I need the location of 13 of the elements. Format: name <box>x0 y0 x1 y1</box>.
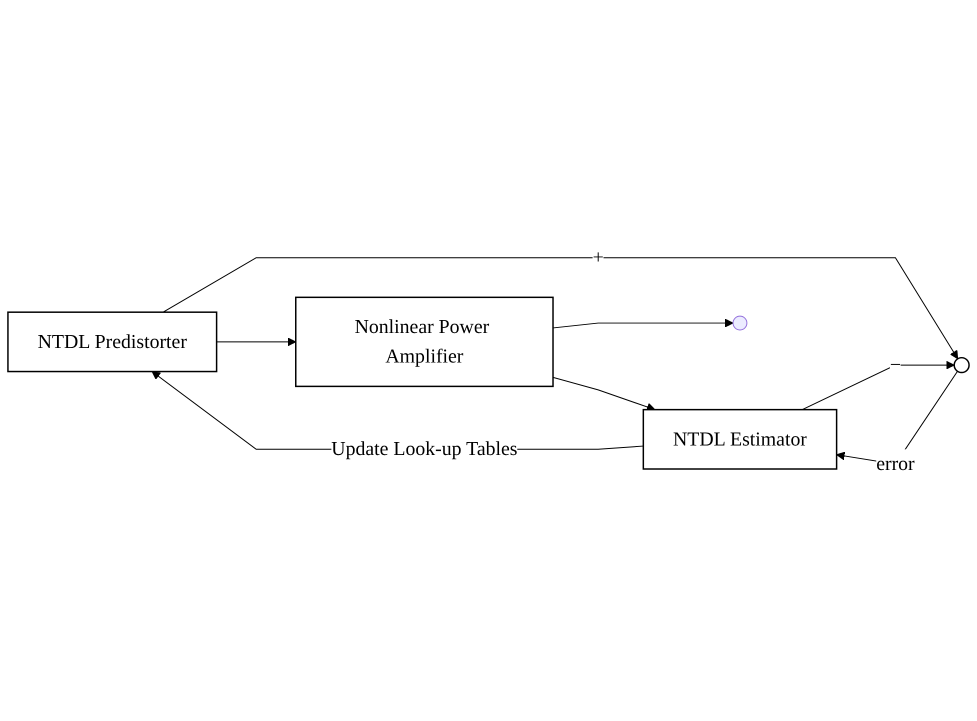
arrow <box>216 337 296 346</box>
node-box <box>295 296 554 387</box>
edge-label: − <box>890 354 901 376</box>
arrow <box>552 376 656 411</box>
node-circle <box>953 356 970 373</box>
arrow <box>802 360 955 410</box>
node-box <box>642 408 838 470</box>
arrow <box>552 318 734 328</box>
node-box <box>7 311 218 372</box>
edge-label: error <box>876 452 915 475</box>
edge-label: + <box>592 246 604 268</box>
edge-label: Update Look-up Tables <box>331 438 518 460</box>
arrow <box>162 256 958 359</box>
